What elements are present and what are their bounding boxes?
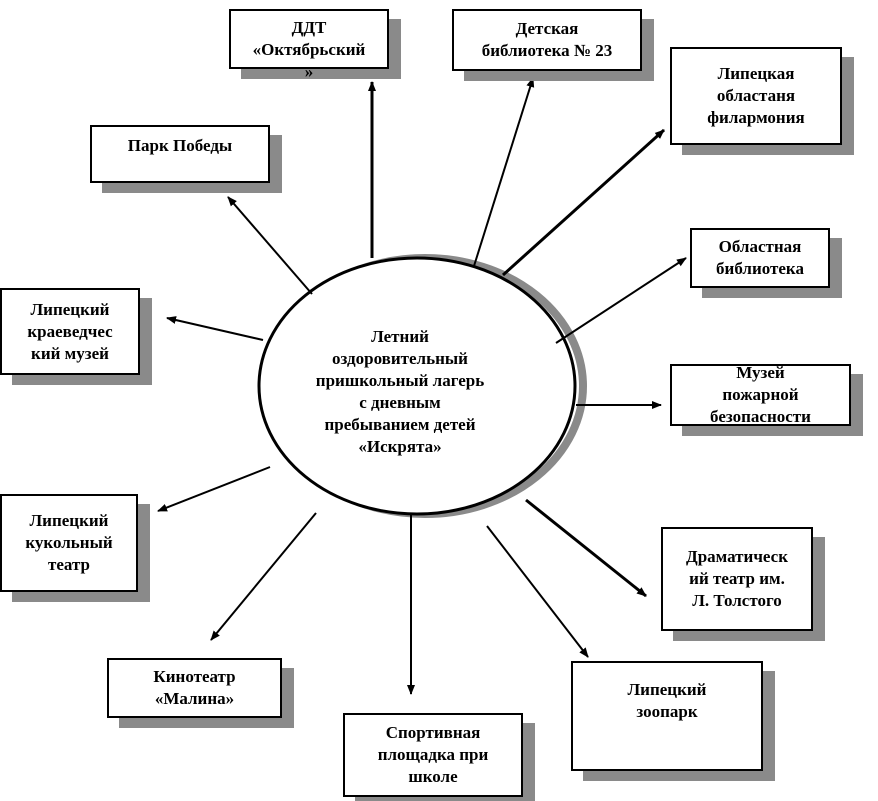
arrow-to-victory-park [227,196,313,295]
arrow-to-children-library [473,77,535,267]
center-label: Летний оздоровительный пришкольный лагер… [315,327,485,456]
arrow-to-regional-library [555,257,687,344]
node-ddt: ДДТ «Октябрьский » [229,9,389,81]
node-cinema: Кинотеатр «Малина» [107,658,282,718]
arrow-to-drama-theatre [525,498,647,598]
node-local-museum: Липецкий краеведчес кий музей [0,288,140,375]
node-zoo: Липецкий зоопарк [571,661,763,771]
arrow-to-zoo [486,525,589,658]
arrow-to-philharmonic [501,128,666,277]
arrow-to-puppet-theatre [157,466,271,512]
node-drama-theatre: Драматическ ий театр им. Л. Толстого [661,527,813,631]
center-ellipse [257,256,577,516]
node-philharmonic: Липецкая областаня филармония [670,47,842,145]
node-fire-museum: Музей пожарной безопасности [670,363,851,426]
node-children-library: Детская библиотека № 23 [452,9,642,71]
arrow-to-local-museum [166,316,264,341]
node-puppet-theatre: Липецкий кукольный театр [0,494,138,592]
node-regional-library: Областная библиотека [690,228,830,288]
arrow-to-cinema [210,512,317,641]
node-victory-park: Парк Победы [90,125,270,183]
node-sports-ground: Спортивная площадка при школе [343,713,523,797]
